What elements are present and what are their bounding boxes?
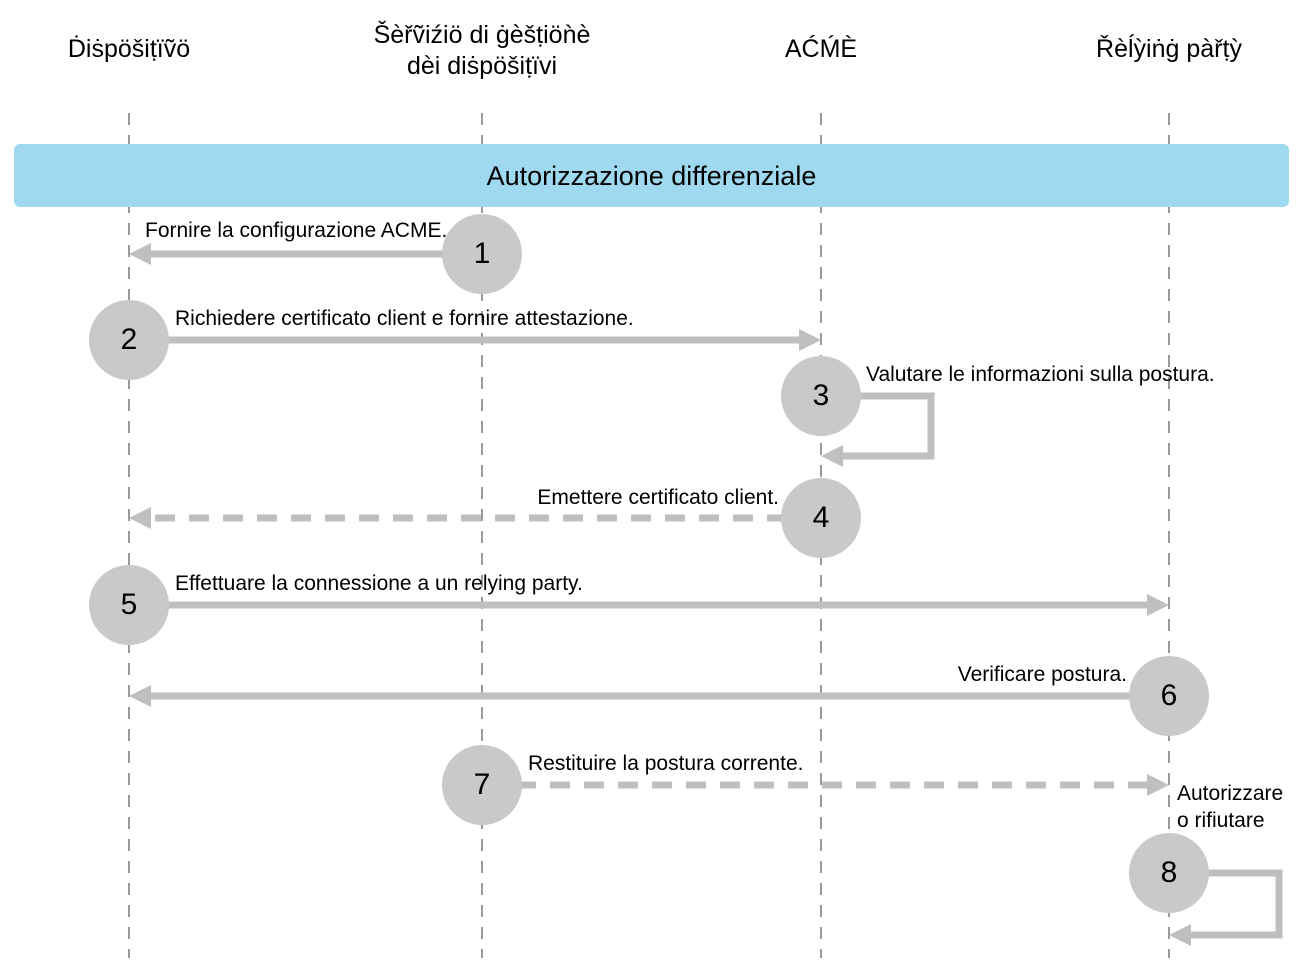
step-6-arrowhead bbox=[129, 685, 151, 707]
step-1-arrowhead bbox=[129, 243, 151, 265]
lane-header-device: Ḋiṡpöšiṭïṽö bbox=[67, 35, 191, 63]
step-7-arrowhead bbox=[1147, 774, 1169, 796]
step-label-2: Richiedere certificato client e fornire … bbox=[175, 307, 634, 330]
step-7-circle[interactable] bbox=[442, 745, 522, 825]
phase-banner-label: Autorizzazione differenziale bbox=[486, 161, 817, 191]
step-8-circle[interactable] bbox=[1129, 833, 1209, 913]
lane-header-acme: AĆḾÈ bbox=[784, 35, 858, 63]
step-5 bbox=[89, 565, 1169, 645]
phase-banner bbox=[14, 144, 1289, 207]
step-4-circle[interactable] bbox=[781, 478, 861, 558]
step-8-loop bbox=[1169, 869, 1283, 939]
step-label-4: Emettere certificato client. bbox=[537, 486, 779, 509]
step-8-arrowhead bbox=[1169, 924, 1191, 946]
step-label-1: Fornire la configurazione ACME. bbox=[145, 219, 448, 242]
step-label-7: Restituire la postura corrente. bbox=[528, 752, 804, 775]
step-3 bbox=[781, 356, 935, 467]
step-4 bbox=[129, 478, 861, 558]
note-authorize-or-deny: Autorizzare o rifiutare bbox=[1177, 782, 1284, 832]
step-7 bbox=[442, 745, 1169, 825]
step-3-arrowhead bbox=[821, 445, 843, 467]
step-6-circle[interactable] bbox=[1129, 656, 1209, 736]
step-3-circle[interactable] bbox=[781, 356, 861, 436]
step-3-loop bbox=[821, 392, 935, 460]
step-2-arrowhead bbox=[799, 329, 821, 351]
step-6 bbox=[129, 656, 1209, 736]
step-label-6: Verificare postura. bbox=[957, 663, 1127, 686]
step-label-3: Valutare le informazioni sulla postura. bbox=[866, 363, 1215, 386]
step-label-5: Effettuare la connessione a un relying p… bbox=[175, 572, 583, 595]
step-5-circle[interactable] bbox=[89, 565, 169, 645]
step-4-arrowhead bbox=[129, 507, 151, 529]
step-1-circle[interactable] bbox=[442, 214, 522, 294]
step-2 bbox=[89, 300, 821, 380]
step-2-circle[interactable] bbox=[89, 300, 169, 380]
lane-header-relying-party: Řèĺỳiṅġ pàřṭỳ bbox=[1096, 35, 1242, 63]
step-5-arrowhead bbox=[1147, 594, 1169, 616]
step-1 bbox=[129, 214, 522, 294]
step-8 bbox=[1129, 833, 1283, 946]
lane-header-device-management-service: Šèřṽiźiö di ġèšṭiöǹè dèi diṡpöšiṭïvi bbox=[373, 21, 591, 80]
